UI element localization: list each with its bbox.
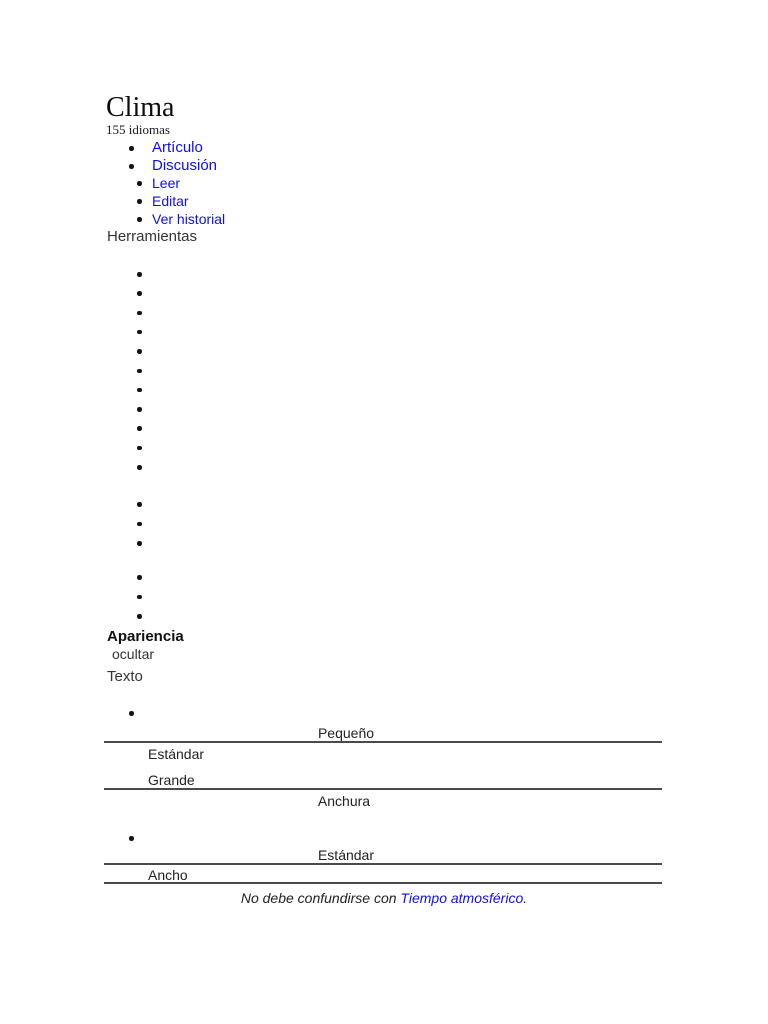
empty-list-bullet [137,426,142,431]
empty-list-bullet [137,329,142,335]
list-bullet [129,164,134,169]
divider-line [104,882,662,884]
empty-list-bullet [137,614,142,619]
divider-line [104,863,662,865]
hatnote-period: . [523,890,528,906]
width-option-ancho[interactable]: Ancho [148,867,188,883]
nav-item-discusion[interactable]: Discusión [152,157,218,174]
nav-item-leer[interactable]: Leer [152,175,181,191]
appearance-heading: Apariencia [107,628,184,645]
empty-list-bullet [137,594,142,599]
empty-list-bullet [137,541,142,546]
hatnote-text: No debe confundirse con [240,890,401,906]
empty-list-bullet [137,521,142,526]
empty-list-bullet [137,349,142,354]
list-bullet [129,146,134,151]
nav-item-editar[interactable]: Editar [152,193,189,209]
text-size-option-grande[interactable]: Grande [148,772,195,788]
empty-list-bullet [137,407,142,412]
empty-list-bullet [137,575,142,580]
list-bullet [137,181,142,186]
divider-line [104,788,662,790]
empty-list-bullet [137,310,142,316]
empty-list-bullet [137,368,142,373]
page-title: Clima [106,92,175,123]
empty-list-bullet [137,387,142,393]
hatnote: No debe confundirse con Tiempo atmosféri… [0,889,768,907]
nav-item-ver-historial[interactable]: Ver historial [152,211,226,227]
hatnote-link-tiempo-atmosferico[interactable]: Tiempo atmosférico [400,890,524,906]
empty-list-bullet [137,465,142,470]
divider-line [104,741,662,743]
empty-list-bullet [137,291,142,296]
tools-menu-label: Herramientas [107,228,198,245]
list-bullet [137,217,142,222]
empty-list-bullet [137,272,142,277]
empty-list-bullet [137,502,142,507]
text-size-option-pequeno[interactable]: Pequeño [317,725,375,741]
text-size-section-label: Texto [107,668,143,685]
width-section-label: Anchura [317,793,371,809]
text-size-option-estandar[interactable]: Estándar [148,746,205,762]
radio-bullet-text-size [129,711,134,716]
nav-item-articulo[interactable]: Artículo [152,139,203,156]
radio-bullet-width [129,836,134,841]
empty-list-bullet [137,445,142,451]
languages-button[interactable]: 155 idiomas [106,122,170,137]
width-option-estandar[interactable]: Estándar [317,847,375,863]
list-bullet [137,199,142,204]
appearance-hide-button[interactable]: ocultar [112,646,155,662]
